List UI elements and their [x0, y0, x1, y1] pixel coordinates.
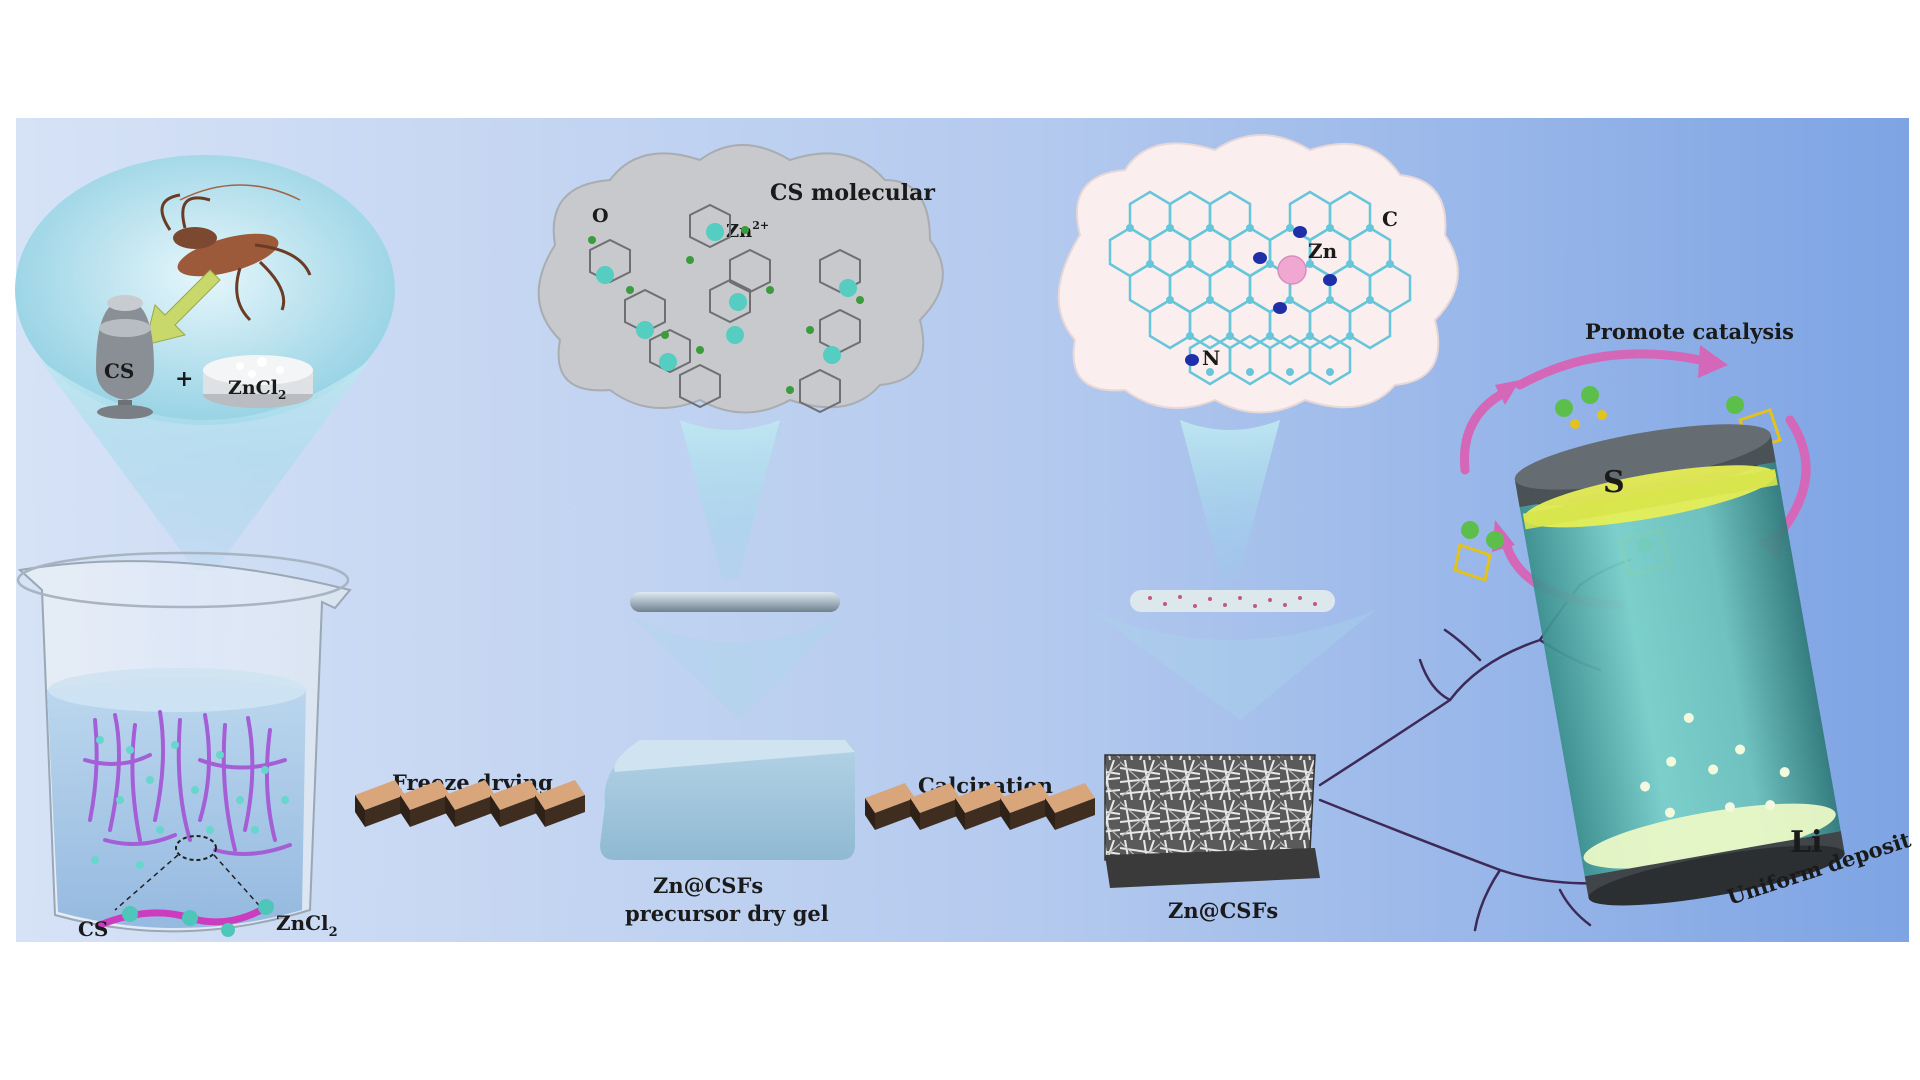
chain-cs-label: CS — [78, 917, 108, 941]
battery-section: Promote catalysis — [1453, 319, 1914, 910]
arrow-blocks-2 — [865, 783, 1095, 830]
calcination-arrow: Calcination — [865, 773, 1095, 830]
arrow-blocks — [355, 780, 585, 827]
zncl2-dish — [203, 355, 313, 408]
beaker-section: CS + ZnCl2 — [15, 155, 395, 941]
precursor-label-line1: Zn@CSFs — [653, 873, 763, 898]
polysulfide-molecules — [1453, 386, 1782, 582]
beaker — [16, 551, 352, 937]
zinc-dots — [91, 736, 289, 869]
cs-powder-label: CS — [104, 359, 134, 383]
sulfur-label: S — [1603, 465, 1625, 500]
zinc-atom — [1277, 255, 1307, 285]
cs-molecular-label: CS molecular — [770, 180, 935, 206]
battery-cell — [1514, 424, 1845, 906]
cs-oxygen-atoms — [588, 226, 864, 394]
carbon-funnel — [1180, 420, 1280, 580]
cs-funnel — [680, 420, 780, 580]
precursor-label-line2: precursor dry gel — [625, 901, 829, 926]
lattice-atoms — [1126, 224, 1394, 376]
precursor-rod — [630, 592, 840, 612]
cs-molecular-section: CS molecular O Zn2+ — [537, 144, 944, 926]
down-arrow-icon — [144, 269, 221, 346]
plus-sign: + — [175, 366, 193, 392]
promote-catalysis-label: Promote catalysis — [1585, 319, 1794, 344]
chain-zncl2-label: ZnCl2 — [276, 911, 338, 940]
chitosan-strands — [83, 710, 292, 856]
cs-powder-bottle — [96, 295, 154, 419]
cs-cloud — [537, 144, 944, 414]
carbon-cloud — [1057, 134, 1459, 414]
fiber-label: Zn@CSFs — [1168, 898, 1278, 923]
nitrogen-atoms — [1185, 226, 1337, 366]
lobster-icon — [160, 184, 312, 322]
zn-particles — [1148, 595, 1317, 608]
zoom-circle — [175, 835, 217, 861]
oxygen-label: O — [592, 205, 609, 227]
cs-molecule-rings — [589, 203, 861, 414]
carbon-lattice-section: C Zn N Zn@CSFs — [1057, 134, 1459, 923]
lithium-label: Li — [1790, 825, 1823, 860]
cs-zinc-ions — [596, 223, 857, 371]
freeze-drying-arrow: Freeze drying — [355, 770, 585, 827]
fiber-network-block — [1104, 754, 1320, 888]
zinc-label: Zn — [1308, 239, 1338, 263]
carbon-label: C — [1382, 207, 1398, 231]
zn-fiber-rod — [1130, 590, 1335, 612]
nitrogen-label: N — [1202, 346, 1220, 370]
precursor-gel-block — [600, 740, 855, 860]
zncl2-label: ZnCl2 — [228, 377, 286, 402]
